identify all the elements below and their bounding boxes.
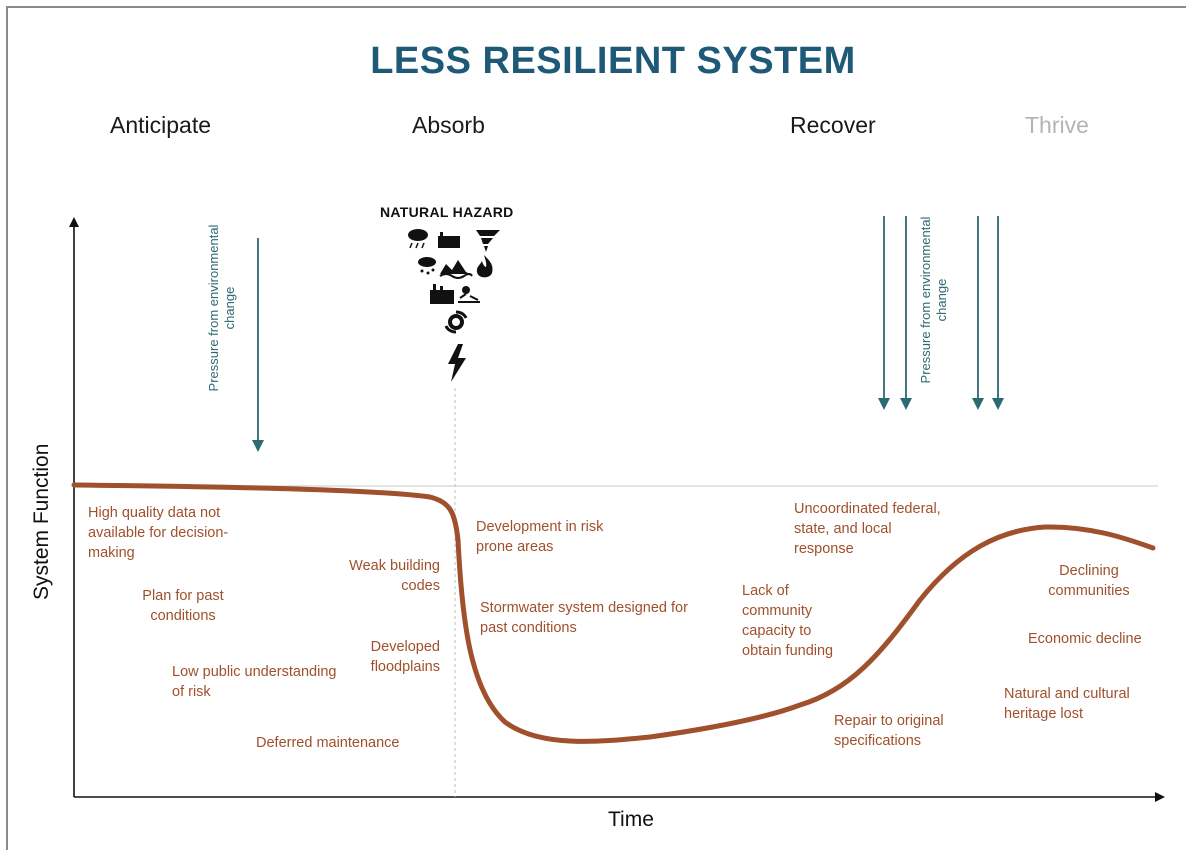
note-repair-original-specs: Repair to original specifications (834, 713, 944, 749)
natural-hazard-label: NATURAL HAZARD (380, 204, 514, 220)
figure-frame (6, 6, 1186, 850)
phase-absorb: Absorb (412, 112, 485, 138)
note-low-public-understanding: Low public understanding of risk (172, 664, 337, 700)
wildfire-icon (476, 255, 493, 278)
note-high-quality-data: High quality data not available for deci… (88, 505, 229, 561)
flood-wave-icon (439, 260, 473, 279)
phase-thrive: Thrive (1025, 112, 1089, 138)
note-developed-floodplains: Developed floodplains (370, 639, 440, 675)
phase-recover: Recover (790, 112, 876, 138)
note-heritage-lost: Natural and cultural heritage lost (1004, 686, 1130, 722)
lightning-bolt-icon (448, 344, 466, 382)
tornado-icon (476, 230, 500, 252)
rain-snow-icon (418, 257, 436, 275)
diagram-title: LESS RESILIENT SYSTEM (370, 40, 856, 82)
storm-cloud-icon (408, 229, 428, 249)
note-weak-building-codes: Weak building codes (349, 558, 440, 594)
note-declining-communities: Declining communities (1048, 563, 1130, 599)
system-function-curve (71, 482, 1156, 744)
pressure-label-right: Pressure from environmental change (918, 216, 949, 384)
factory-icon (438, 232, 460, 248)
phase-anticipate: Anticipate (110, 112, 212, 138)
drought-icon (458, 286, 480, 303)
hurricane-icon (444, 310, 468, 334)
industrial-spill-icon (430, 284, 454, 304)
note-stormwater-system: Stormwater system designed for past cond… (480, 600, 688, 636)
note-lack-community-capacity: Lack of community capacity to obtain fun… (742, 583, 834, 659)
pressure-label-left: Pressure from environmental change (206, 224, 237, 392)
note-economic-decline: Economic decline (1028, 631, 1142, 647)
note-uncoordinated-response: Uncoordinated federal, state, and local … (794, 501, 941, 557)
note-development-risk-areas: Development in risk prone areas (476, 519, 604, 555)
note-plan-past-conditions: Plan for past conditions (142, 588, 224, 624)
x-axis-label: Time (608, 808, 654, 831)
note-deferred-maintenance: Deferred maintenance (256, 735, 400, 751)
y-axis-label: System Function (30, 443, 53, 600)
